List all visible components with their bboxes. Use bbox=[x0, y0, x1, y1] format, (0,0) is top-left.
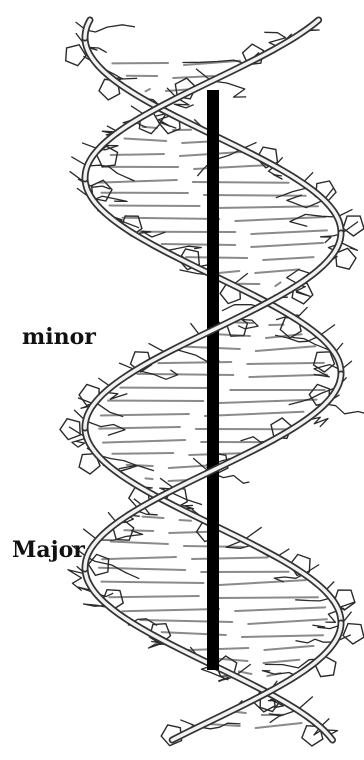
major-groove-label: Major bbox=[12, 537, 85, 563]
helix-axis bbox=[207, 90, 219, 670]
minor-groove-label: minor bbox=[22, 324, 96, 350]
